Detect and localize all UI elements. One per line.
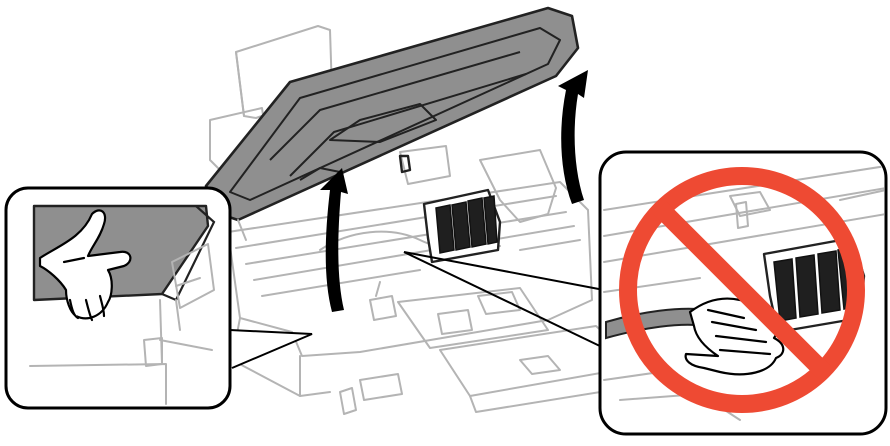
up-arrow [320, 168, 348, 312]
ink-cartridges [398, 154, 502, 264]
callout-left-lift-scanner [4, 186, 232, 410]
callout-pointer-lines [229, 251, 605, 369]
up-arrow [558, 70, 588, 204]
callout-right-do-not-touch [598, 150, 888, 436]
